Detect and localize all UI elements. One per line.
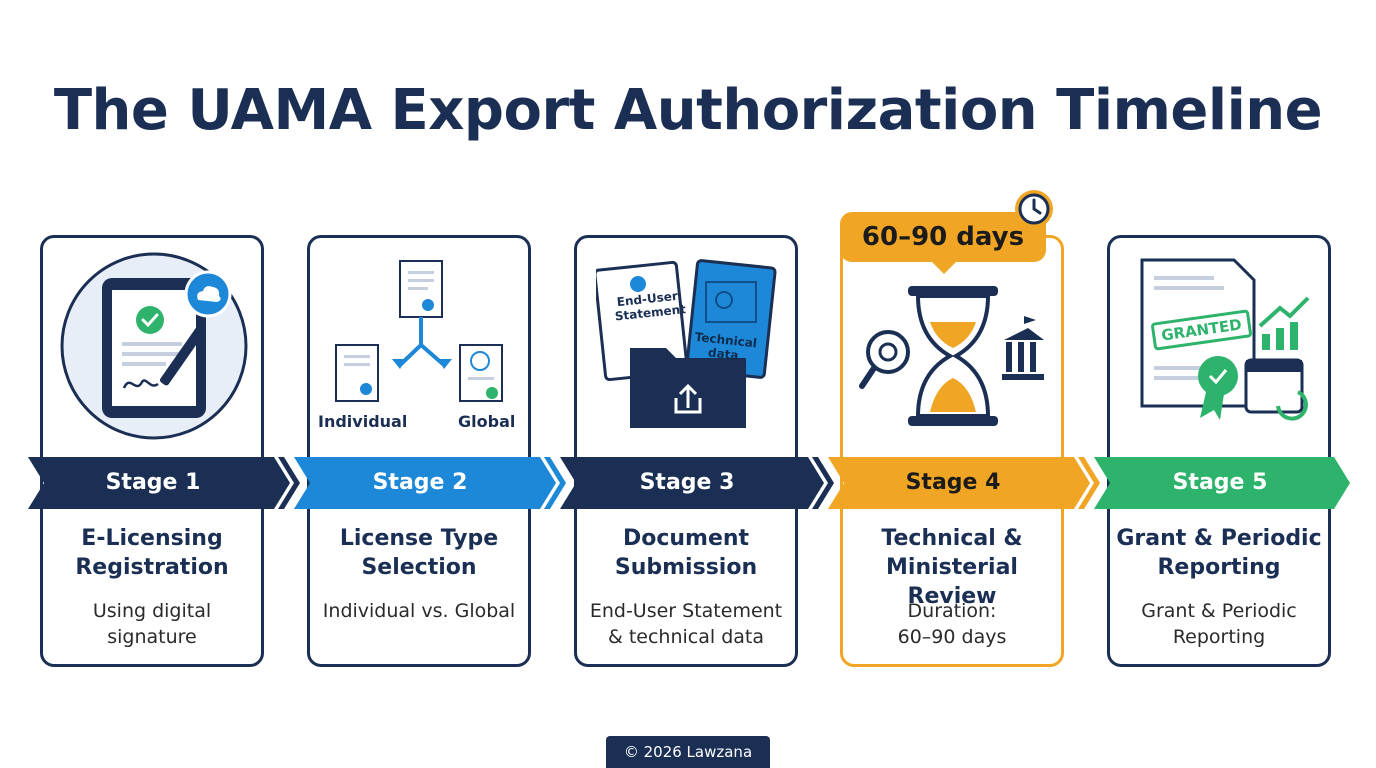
stage-4-description: Duration: 60–90 days — [843, 598, 1061, 650]
stage-2-chevron — [294, 457, 556, 509]
stage-5-title-line2: Reporting — [1157, 555, 1281, 580]
duration-badge: 60–90 days — [840, 212, 1046, 262]
license-split-icon — [335, 260, 503, 402]
duration-badge-pointer — [930, 260, 958, 274]
stage-2-title: License Type Selection — [310, 524, 528, 582]
stage-5-desc-line1: Grant & Periodic — [1141, 600, 1297, 622]
stage-4-desc-line1: Duration: — [907, 600, 997, 622]
stage-card-4: Technical & Ministerial Review Duration:… — [840, 235, 1064, 667]
stage-1-chevron-tail — [278, 457, 300, 509]
stage-3-description: End-User Statement & technical data — [577, 598, 795, 650]
stage-3-label: Stage 3 — [639, 470, 735, 495]
stage-3-desc-line2: & technical data — [607, 626, 764, 648]
stage-2-title-line1: License Type — [339, 526, 499, 551]
stage-1-label: Stage 1 — [105, 470, 201, 495]
stage-3-chevron-tail — [812, 457, 834, 509]
stage-5-description: Grant & Periodic Reporting — [1110, 598, 1328, 650]
stage-2-desc-line1: Individual vs. Global — [322, 600, 516, 622]
stage-2-description: Individual vs. Global — [310, 598, 528, 624]
stage-2-chevron-tail — [544, 457, 566, 509]
stage-4-label: Stage 4 — [905, 470, 1001, 495]
tablet-digital-signature-icon — [60, 252, 248, 440]
stage-1-desc-line1: Using digital — [92, 600, 212, 622]
stage-4-desc-line2: 60–90 days — [897, 626, 1007, 648]
stage-1-title: E-Licensing Registration — [43, 524, 261, 582]
global-label: Global — [458, 412, 516, 431]
stage-5-chevron — [1094, 457, 1350, 509]
stage-3-chevron — [560, 457, 824, 509]
stage-4-chevron-tail — [1078, 457, 1100, 509]
stage-3-title-line1: Document — [622, 526, 750, 551]
clock-icon — [1015, 190, 1053, 228]
stage-2-title-line2: Selection — [361, 555, 477, 580]
stage-3-desc-line1: End-User Statement — [589, 600, 783, 622]
stage-1-desc-line2: signature — [107, 626, 197, 648]
hourglass-review-icon — [859, 286, 1044, 426]
stage-4-title-line2: Ministerial Review — [886, 555, 1018, 609]
stage-4-chevron — [828, 457, 1090, 509]
stage-1-description: Using digital signature — [43, 598, 261, 650]
stage-4-title-line1: Technical & — [881, 526, 1023, 551]
stage-card-3: Document Submission End-User Statement &… — [574, 235, 798, 667]
stage-1-chevron — [28, 457, 290, 509]
page-title: The UAMA Export Authorization Timeline — [53, 78, 1323, 143]
stage-3-title-line2: Submission — [614, 555, 758, 580]
stage-5-title-line1: Grant & Periodic — [1116, 526, 1322, 551]
stage-2-label: Stage 2 — [372, 470, 468, 495]
stage-3-title: Document Submission — [577, 524, 795, 582]
stage-5-label: Stage 5 — [1172, 470, 1268, 495]
document-folder-upload-icon — [596, 259, 777, 428]
individual-label: Individual — [318, 412, 408, 431]
stage-5-desc-line2: Reporting — [1172, 626, 1266, 648]
stage-4-title: Technical & Ministerial Review — [843, 524, 1061, 611]
stage-1-title-line2: Registration — [75, 555, 229, 580]
stage-ribbon — [28, 457, 1350, 509]
stage-5-title: Grant & Periodic Reporting — [1110, 524, 1328, 582]
footer-copyright: © 2026 Lawzana — [606, 736, 770, 768]
stage-1-title-line1: E-Licensing — [81, 526, 223, 551]
